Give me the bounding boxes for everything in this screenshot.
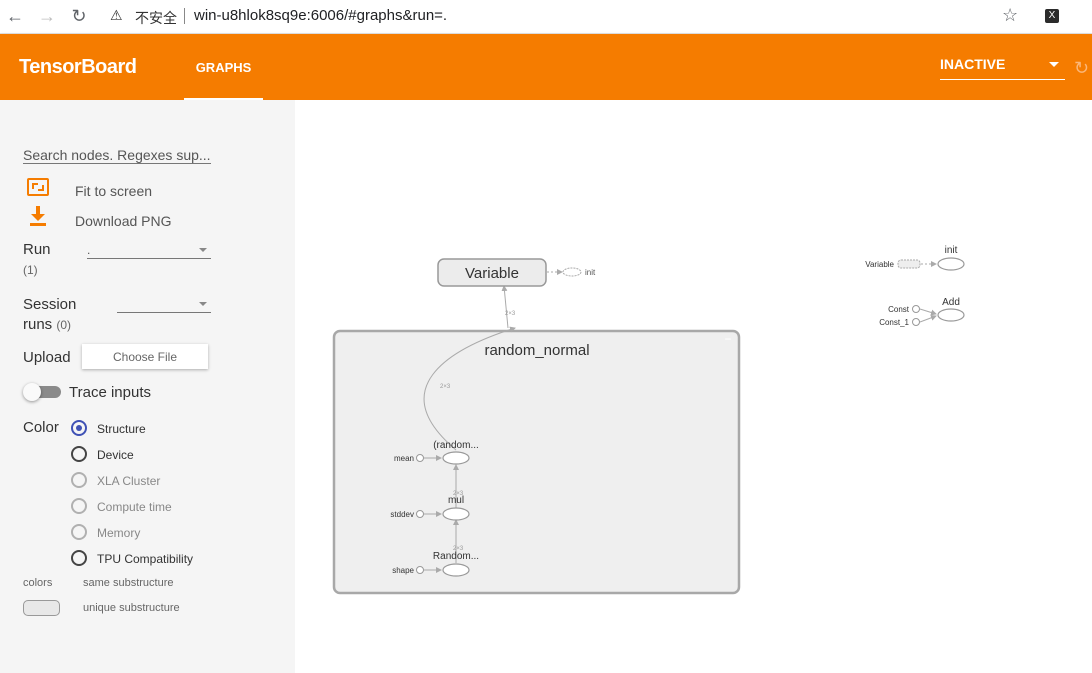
edge-label-var: 2×3 [505, 311, 516, 317]
group-collapse-icon[interactable]: − [724, 332, 731, 346]
node-init-small-label: init [585, 268, 596, 277]
node-shape-label: shape [392, 566, 414, 575]
aux-const1-label: Const_1 [879, 318, 909, 327]
toggle-knob [23, 383, 41, 401]
extension-icon[interactable]: X [1045, 9, 1059, 23]
trace-inputs-toggle[interactable] [23, 383, 61, 401]
node-stddev-label: stddev [390, 510, 414, 519]
node-variable-label: Variable [465, 265, 519, 282]
address-separator [184, 8, 185, 24]
session-label-line1: Session [23, 296, 77, 313]
aux-node-add[interactable] [937, 308, 965, 322]
radio-memory-label: Memory [97, 526, 141, 540]
session-count: (0) [56, 318, 72, 332]
run-label: Run [23, 241, 51, 258]
trace-inputs-label: Trace inputs [69, 384, 151, 401]
url-text[interactable]: win-u8hlok8sq9e:6006/#graphs&run=. [194, 7, 448, 24]
radio-device[interactable] [71, 446, 87, 462]
radio-memory[interactable] [71, 524, 87, 540]
refresh-icon[interactable]: ↻ [1074, 58, 1090, 78]
radio-compute-time-label: Compute time [97, 500, 172, 514]
forward-arrow-icon[interactable]: → [38, 6, 56, 26]
choose-file-button[interactable]: Choose File [82, 344, 208, 369]
aux-init-label: init [945, 245, 958, 256]
radio-compute-time[interactable] [71, 498, 87, 514]
session-label-line2: runs [23, 316, 53, 333]
session-runs-label: Session runs (0) [23, 295, 76, 335]
back-arrow-icon[interactable]: ← [6, 6, 24, 26]
tab-graphs[interactable]: GRAPHS [184, 34, 263, 100]
node-init-small[interactable] [562, 267, 582, 277]
run-select[interactable]: . [87, 241, 211, 259]
edge-label-mul: 2×3 [453, 491, 464, 497]
aux-add-label: Add [942, 297, 960, 308]
bookmark-star-icon[interactable]: ☆ [1002, 5, 1019, 25]
session-runs-select[interactable] [117, 295, 211, 313]
node-variable[interactable] [437, 258, 547, 287]
group-random-normal-title: random_normal [484, 342, 589, 359]
graph-canvas[interactable]: random_normal − 2×3 2×3 2×3 2×3 Variable… [295, 100, 1092, 673]
radio-structure[interactable] [71, 420, 87, 436]
aux-node-variable[interactable] [897, 259, 921, 269]
node-random-bottom[interactable] [442, 563, 470, 577]
edge-to-variable [501, 285, 509, 329]
group-random-normal[interactable] [332, 329, 741, 595]
node-random-bottom-label: Random... [433, 551, 479, 562]
run-status-label: INACTIVE [940, 56, 1006, 72]
aux-edge-const1-add [919, 314, 937, 323]
aux-edge-const-add [919, 308, 937, 316]
aux-node-const[interactable] [912, 305, 920, 313]
edge-label-random: 2×3 [453, 546, 464, 552]
address-bar[interactable]: ⚠ 不安全 win-u8hlok8sq9e:6006/#graphs&run=. [100, 3, 1030, 30]
node-mul-label: mul [448, 495, 464, 506]
upload-label: Upload [23, 349, 71, 366]
radio-structure-label: Structure [97, 422, 146, 436]
app-title: TensorBoard [19, 56, 137, 78]
node-mean-label: mean [394, 454, 414, 463]
radio-xla-cluster-label: XLA Cluster [97, 474, 161, 488]
tab-active-indicator [184, 98, 263, 100]
download-png-button[interactable]: Download PNG [75, 213, 172, 229]
color-label: Color [23, 419, 59, 436]
node-random-top-label: (random... [433, 440, 479, 451]
chevron-down-icon [199, 302, 207, 306]
fit-to-screen-button[interactable]: Fit to screen [75, 183, 153, 199]
download-icon[interactable] [29, 206, 47, 226]
node-mul[interactable] [442, 507, 470, 521]
radio-xla-cluster[interactable] [71, 472, 87, 488]
app-header: TensorBoard GRAPHS INACTIVE ↻ [0, 34, 1092, 100]
radio-tpu-compatibility[interactable] [71, 550, 87, 566]
run-select-value: . [87, 243, 91, 257]
edge-label-main: 2×3 [440, 384, 451, 390]
aux-node-const1[interactable] [912, 318, 920, 326]
run-status-dropdown[interactable]: INACTIVE [940, 56, 1065, 80]
radio-device-label: Device [97, 448, 134, 462]
chevron-down-icon [199, 248, 207, 252]
graph-svg[interactable]: random_normal − 2×3 2×3 2×3 2×3 Variable… [295, 100, 1092, 673]
tab-graphs-label: GRAPHS [195, 60, 252, 75]
browser-toolbar: ← → ↻ ⚠ 不安全 win-u8hlok8sq9e:6006/#graphs… [0, 0, 1092, 34]
node-random-top[interactable] [442, 451, 470, 465]
warning-triangle-icon: ⚠ [110, 7, 123, 23]
security-status: 不安全 [135, 10, 177, 26]
aux-variable-label: Variable [865, 260, 894, 269]
run-count: (1) [23, 263, 38, 277]
aux-const-label: Const [888, 305, 910, 314]
node-mean-input[interactable] [416, 454, 424, 462]
search-nodes-input[interactable] [23, 146, 211, 164]
aux-node-init[interactable] [937, 257, 965, 271]
dropdown-arrow-icon [1049, 62, 1059, 67]
legend-unique-swatch [23, 600, 60, 616]
sidebar: Fit to screen Download PNG Run (1) . Ses… [0, 100, 295, 673]
node-shape-input[interactable] [416, 566, 424, 574]
edge-random-to-variable [423, 326, 516, 451]
node-stddev-input[interactable] [416, 510, 424, 518]
reload-icon[interactable]: ↻ [71, 6, 87, 26]
radio-tpu-compatibility-label: TPU Compatibility [97, 552, 194, 566]
fit-to-screen-icon[interactable] [27, 178, 49, 196]
legend-colors-label: colors [23, 577, 53, 589]
legend-same-substructure: same substructure [83, 577, 174, 589]
legend-unique-substructure: unique substructure [83, 602, 180, 614]
